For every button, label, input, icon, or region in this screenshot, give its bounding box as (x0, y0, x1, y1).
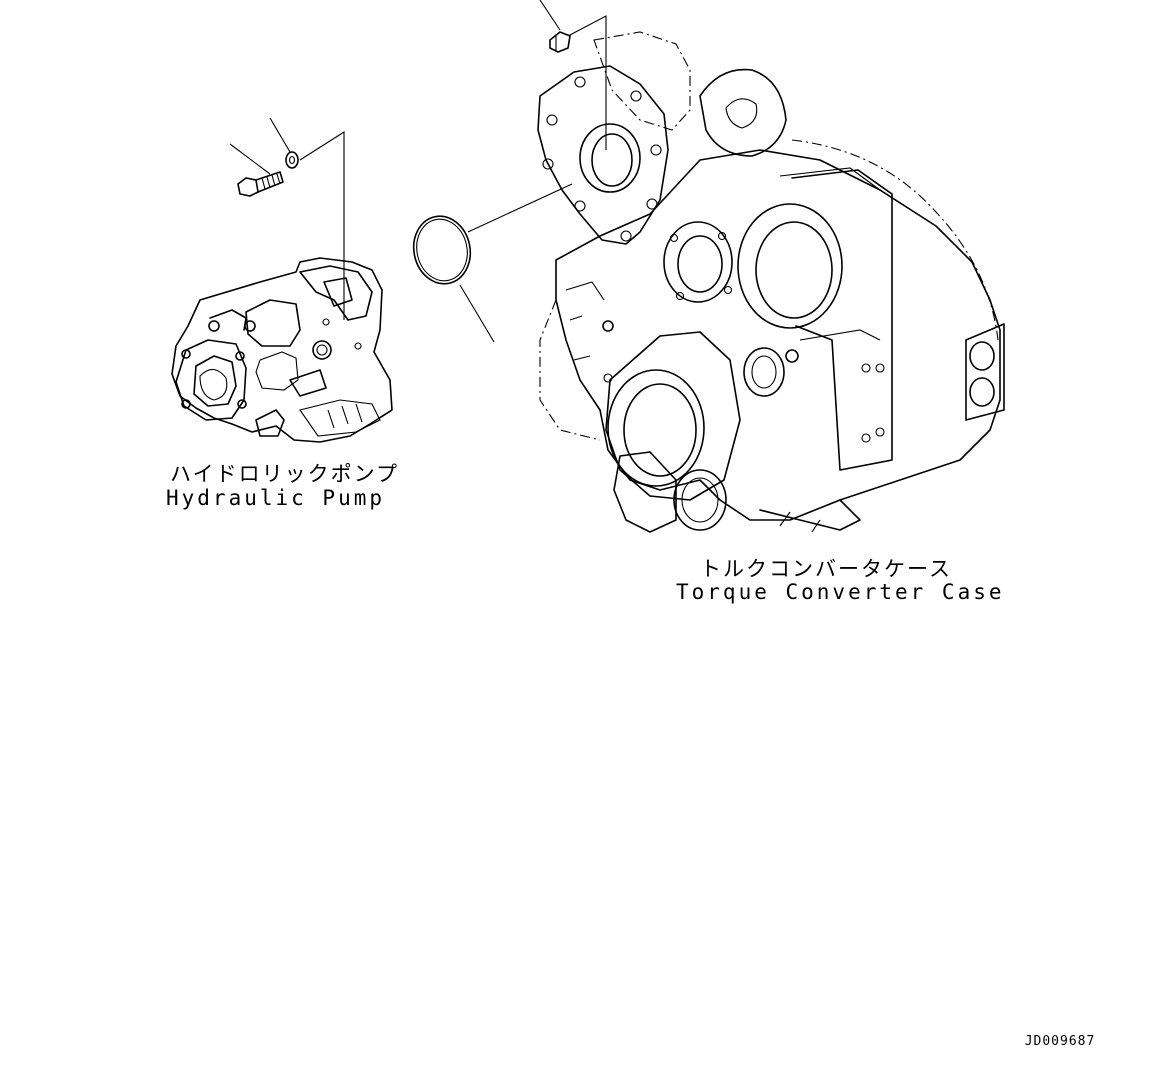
bolt (237, 171, 284, 197)
plug-leader-line (539, 0, 561, 31)
plug-to-case-line (567, 15, 607, 150)
bolt-to-pump-line (299, 130, 345, 320)
torque-converter-case-label-en: Torque Converter Case (676, 580, 1005, 604)
drawing-id: JD009687 (1024, 1034, 1096, 1049)
hydraulic-pump-drawing (171, 257, 393, 443)
oring-to-case-line (467, 183, 573, 233)
torque-converter-case-drawing (537, 31, 1005, 533)
washer (285, 151, 299, 169)
torque-converter-case-label-jp: トルクコンバータケース (700, 557, 952, 581)
hydraulic-pump-label-jp: ハイドロリックポンプ (170, 462, 399, 486)
plug (549, 31, 571, 53)
hydraulic-pump-label-en: Hydraulic Pump (166, 486, 386, 510)
bolt-leader-line (229, 143, 271, 175)
oring-leader-line (459, 284, 495, 343)
washer-leader-line (269, 117, 291, 153)
leader-lines (229, 0, 607, 343)
o-ring (412, 215, 472, 285)
